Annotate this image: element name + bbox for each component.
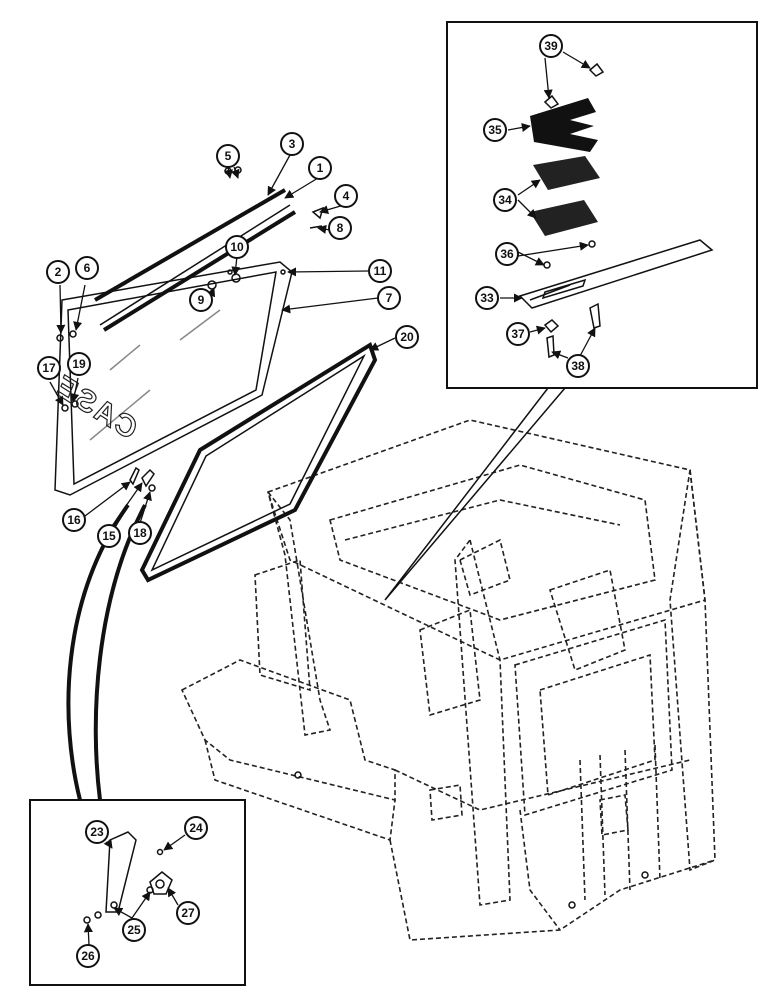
- callout-39: 39: [539, 34, 563, 58]
- callout-24: 24: [184, 816, 208, 840]
- svg-text:27: 27: [181, 906, 195, 920]
- svg-text:17: 17: [42, 361, 56, 375]
- callout-6: 6: [75, 256, 99, 280]
- latch-detail-box: [29, 503, 246, 986]
- vent-detail-box: [384, 21, 758, 601]
- svg-text:5: 5: [225, 149, 232, 163]
- leader-lines: [49, 51, 596, 946]
- callout-1: 1: [308, 156, 332, 180]
- svg-text:10: 10: [230, 240, 244, 254]
- callout-19: 19: [67, 352, 91, 376]
- svg-text:19: 19: [72, 357, 86, 371]
- svg-text:9: 9: [198, 293, 205, 307]
- callout-8: 8: [328, 216, 352, 240]
- callout-3: 3: [280, 132, 304, 156]
- cab-frame: [180, 419, 716, 941]
- callout-26: 26: [76, 944, 100, 968]
- svg-text:3: 3: [289, 137, 296, 151]
- callout-5: 5: [216, 144, 240, 168]
- svg-text:24: 24: [189, 821, 203, 835]
- svg-text:6: 6: [84, 261, 91, 275]
- svg-text:8: 8: [337, 221, 344, 235]
- svg-text:7: 7: [386, 291, 393, 305]
- svg-text:34: 34: [498, 193, 512, 207]
- callout-9: 9: [189, 288, 213, 312]
- callout-27: 27: [176, 901, 200, 925]
- callout-7: 7: [377, 286, 401, 310]
- callout-10: 10: [225, 235, 249, 259]
- svg-text:15: 15: [102, 529, 116, 543]
- callout-11: 11: [368, 259, 392, 283]
- callout-33: 33: [475, 286, 499, 310]
- svg-text:35: 35: [488, 123, 502, 137]
- callout-34: 34: [493, 188, 517, 212]
- callout-36: 36: [495, 242, 519, 266]
- svg-text:39: 39: [544, 39, 558, 53]
- svg-text:1: 1: [317, 161, 324, 175]
- callout-38: 38: [566, 354, 590, 378]
- callout-4: 4: [334, 184, 358, 208]
- svg-text:18: 18: [133, 526, 147, 540]
- callout-17: 17: [37, 356, 61, 380]
- svg-text:16: 16: [67, 513, 81, 527]
- svg-text:2: 2: [55, 265, 62, 279]
- svg-text:36: 36: [500, 247, 514, 261]
- svg-text:25: 25: [127, 923, 141, 937]
- callout-18: 18: [128, 521, 152, 545]
- callout-23: 23: [85, 820, 109, 844]
- svg-text:23: 23: [90, 825, 104, 839]
- callout-35: 35: [483, 118, 507, 142]
- callout-15: 15: [97, 524, 121, 548]
- svg-text:20: 20: [400, 330, 414, 344]
- svg-text:37: 37: [511, 327, 525, 341]
- svg-text:33: 33: [480, 291, 494, 305]
- svg-text:11: 11: [374, 264, 387, 278]
- svg-text:38: 38: [571, 359, 585, 373]
- svg-text:4: 4: [343, 189, 350, 203]
- svg-text:26: 26: [81, 949, 95, 963]
- callout-16: 16: [62, 508, 86, 532]
- callout-20: 20: [395, 325, 419, 349]
- callout-2: 2: [46, 260, 70, 284]
- callout-25: 25: [122, 918, 146, 942]
- callout-37: 37: [506, 322, 530, 346]
